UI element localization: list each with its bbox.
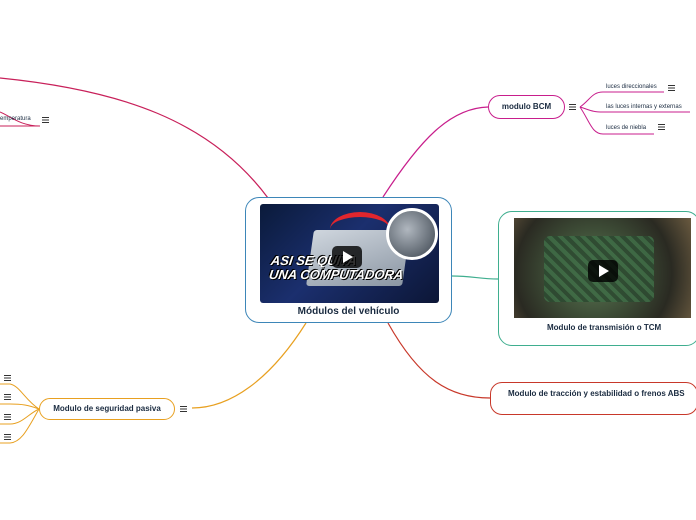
connector-pasiva-leaf-3 — [0, 408, 40, 425]
menu-icon[interactable] — [180, 406, 187, 412]
connector-left-top — [0, 77, 269, 199]
menu-icon[interactable] — [4, 394, 11, 400]
menu-icon[interactable] — [569, 104, 576, 110]
menu-icon[interactable] — [4, 434, 11, 440]
connector-bcm — [382, 106, 489, 198]
connector-pasiva — [191, 322, 307, 409]
thumbnail-title-line-2: UNA COMPUTADORA — [268, 267, 405, 282]
menu-icon[interactable] — [42, 117, 49, 123]
connector-pasiva-leaf-4 — [0, 408, 40, 444]
topic-abs[interactable]: Modulo de tracción y estabilidad o freno… — [490, 382, 696, 415]
connector-abs — [387, 322, 491, 399]
connector-pasiva-leaf-1 — [0, 383, 40, 410]
central-topic[interactable]: ASI SE QUITA UNA COMPUTADORA Módulos del… — [245, 197, 452, 323]
play-icon[interactable] — [332, 246, 362, 268]
central-topic-label: Módulos del vehículo — [297, 306, 400, 317]
connector-bcm-leaf-2 — [579, 106, 690, 113]
menu-icon[interactable] — [668, 85, 675, 91]
menu-icon[interactable] — [4, 375, 11, 381]
topic-tcm-label: Modulo de transmisión o TCM — [547, 323, 662, 332]
bcm-leaf-3[interactable]: luces de niebla — [606, 125, 647, 131]
topic-abs-label: Modulo de tracción y estabilidad o freno… — [508, 389, 685, 398]
connector-pasiva-leaf-2 — [0, 403, 40, 410]
topic-seguridad-pasiva-label: Modulo de seguridad pasiva — [53, 404, 161, 413]
connector-bcm-leaf-1 — [579, 91, 664, 108]
arrow-graphic — [330, 212, 390, 247]
connector-left-leaf — [0, 111, 41, 127]
left-leaf-label[interactable]: emperatura — [0, 116, 31, 122]
topic-tcm[interactable]: Modulo de transmisión o TCM — [498, 211, 696, 346]
menu-icon[interactable] — [4, 414, 11, 420]
topic-bcm-label: modulo BCM — [501, 102, 552, 111]
topic-bcm[interactable]: modulo BCM — [488, 95, 565, 119]
bcm-leaf-1[interactable]: luces direccionales — [606, 84, 657, 90]
bcm-leaf-2[interactable]: las luces internas y externas — [606, 104, 682, 110]
play-icon[interactable] — [588, 260, 618, 282]
zoom-circle-image — [386, 208, 438, 260]
topic-seguridad-pasiva[interactable]: Modulo de seguridad pasiva — [39, 398, 175, 420]
video-thumbnail[interactable]: ASI SE QUITA UNA COMPUTADORA — [260, 204, 439, 303]
video-thumbnail[interactable] — [514, 218, 691, 318]
connector-bcm-leaf-3 — [579, 106, 654, 135]
menu-icon[interactable] — [658, 124, 665, 130]
connector-tcm — [451, 275, 499, 280]
